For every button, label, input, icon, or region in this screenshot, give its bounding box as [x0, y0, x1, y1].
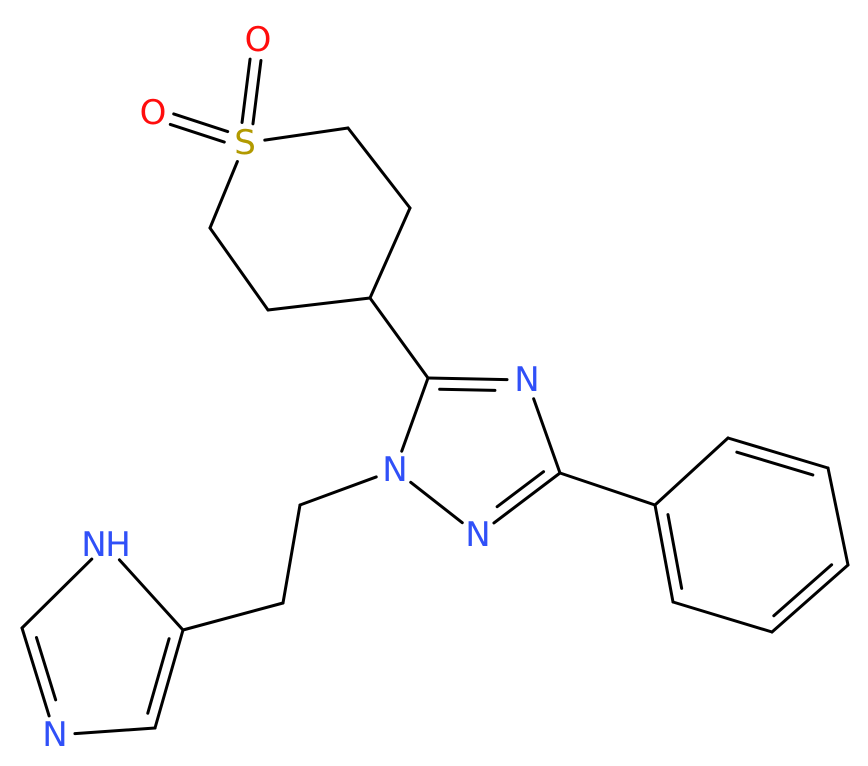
atom-n-imidazole-3: N: [42, 715, 67, 755]
atom-o1: O: [245, 20, 272, 60]
atom-n-triazole-1: N: [382, 450, 407, 490]
atom-n-triazole-2: N: [465, 515, 490, 555]
bond-i4-in1: [117, 558, 185, 632]
bond-n1-c5: [400, 376, 430, 453]
bond-p4-p5: [770, 563, 850, 634]
bond-p6-p1: [653, 503, 675, 604]
bond-in3-i5: [73, 726, 157, 736]
bond-c5-n4: [426, 376, 509, 382]
bond-p1-p2: [653, 436, 730, 507]
bond-s-o1-b: [240, 57, 252, 124]
bond-c3-n2-inner: [495, 470, 546, 509]
bond-n2-n1: [409, 480, 464, 525]
bond-p4-p5-inner: [772, 563, 834, 618]
atom-n-triazole-4: N: [514, 360, 539, 400]
bond-i2-in3-inner: [34, 636, 58, 702]
bond-c4-cc: [266, 296, 372, 312]
bond-ca-cb: [346, 126, 412, 210]
bond-e1-e2: [281, 503, 302, 605]
atom-h-imidazole: H: [105, 525, 131, 565]
bond-p2-p3: [726, 436, 830, 470]
bond-s-o1-a: [251, 59, 263, 126]
bond-i5-i4: [153, 628, 185, 730]
bond-n4-c3: [532, 397, 562, 475]
atom-n-imidazole-h: N: [81, 525, 106, 565]
bond-c3-n2: [492, 471, 562, 525]
bond-s-ca: [263, 126, 350, 142]
bond-p3-p4: [826, 466, 850, 567]
bond-c3-p1: [558, 471, 657, 507]
bond-e2-i4: [181, 601, 285, 632]
bond-p2-p3-inner: [735, 450, 815, 477]
bond-p5-p6: [671, 600, 774, 634]
bond-c4-c5: [368, 296, 430, 380]
bond-cc-cd: [208, 226, 270, 312]
bond-s-o2-a: [172, 112, 230, 134]
bond-cb-c4: [368, 206, 412, 300]
atom-o2: O: [140, 93, 167, 133]
bond-s-o2-b: [168, 122, 226, 144]
bond-i2-in3: [20, 626, 51, 718]
bond-p6-p1-inner: [666, 513, 684, 590]
bond-c5-n4-inner: [438, 387, 497, 392]
bond-n1-e1: [298, 475, 378, 507]
bond-cd-s: [208, 159, 239, 230]
bond-i5-i4-inner: [146, 637, 171, 715]
bond-in1-i2: [20, 557, 94, 630]
atom-s: S: [234, 123, 256, 163]
